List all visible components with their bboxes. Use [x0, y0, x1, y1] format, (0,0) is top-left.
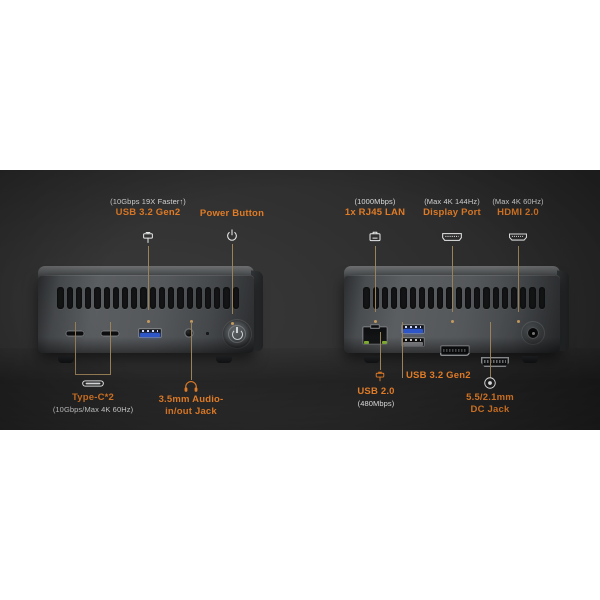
callout-title-line2: DC Jack [470, 404, 510, 415]
rear-view-panel: (1000Mbps) 1x RJ45 LAN (Max 4K 144Hz) [300, 170, 600, 430]
lan-led-right [381, 341, 387, 344]
leader-line [191, 322, 192, 380]
port-usb-a-usb32gen2[interactable] [138, 328, 162, 338]
leader-line [452, 246, 453, 312]
port-audio-jack[interactable] [184, 328, 194, 338]
leader-line [375, 246, 376, 312]
leader-line-join [75, 374, 111, 375]
callout-title: HDMI 2.0 [497, 207, 539, 218]
callout-front-power-text: Power Button [200, 208, 264, 220]
power-button-ring [228, 325, 246, 343]
port-dc-jack[interactable] [521, 321, 545, 345]
leader-dot [146, 320, 150, 323]
chassis-foot-right [522, 356, 538, 363]
callout-title-line2: in/out Jack [165, 406, 217, 417]
callout-spec: (480Mbps) [357, 399, 395, 408]
leader-line-c1 [75, 322, 76, 374]
callout-spec: (10Gbps 19X Faster↑) [110, 197, 186, 206]
usb-c-icon [82, 378, 104, 389]
leader-line [148, 246, 149, 310]
usb-icon [141, 230, 156, 245]
port-usb-a-usb20[interactable] [401, 337, 425, 347]
usb-tongue [140, 329, 160, 337]
callout-spec: (Max 4K 60Hz) [492, 197, 544, 206]
leader-line [380, 332, 381, 370]
chassis-front-face [38, 275, 254, 353]
callout-title: USB 3.2 Gen2 [115, 207, 181, 218]
leader-line-c2 [110, 322, 111, 374]
callout-title: USB 2.0 [357, 386, 395, 397]
callout-title: USB 3.2 Gen2 [406, 370, 471, 381]
leader-line [518, 246, 519, 312]
callout-rear-usb20-text: USB 2.0 (480Mbps) [357, 386, 394, 409]
chassis-foot-left [58, 356, 74, 363]
callout-rear-lan-text: (1000Mbps) 1x RJ45 LAN [345, 196, 405, 219]
callout-rear-usb32-text: USB 3.2 Gen2 [406, 370, 471, 382]
leader-dot [230, 322, 234, 325]
front-port-row [38, 319, 254, 353]
leader-line [490, 322, 491, 378]
callout-spec: (Max 4K 144Hz) [424, 197, 480, 206]
dc-jack-inner [527, 327, 539, 339]
callout-title: Display Port [423, 207, 481, 218]
callout-title: Type-C*2 [71, 392, 115, 403]
callout-title: 1x RJ45 LAN [344, 207, 406, 218]
vent-grille [57, 287, 239, 309]
callout-front-audio-text: 3.5mm Audio- in/out Jack [159, 394, 224, 418]
callout-title-line1: 3.5mm Audio- [158, 394, 224, 405]
usb-tongue [403, 325, 423, 333]
leader-line [402, 322, 403, 378]
rear-port-row [344, 319, 560, 367]
leader-line [232, 244, 233, 314]
callout-rear-dc-text: 5.5/2.1mm DC Jack [466, 392, 514, 416]
port-usb-a-usb32gen2[interactable] [401, 324, 425, 334]
callout-rear-hdmi-text: (Max 4K 60Hz) HDMI 2.0 [492, 196, 543, 219]
chassis-foot-right [216, 356, 232, 363]
headphone-icon [184, 380, 199, 393]
mini-pc-front-body [38, 266, 263, 363]
callout-front-usb32gen2-text: (10Gbps 19X Faster↑) USB 3.2 Gen2 [110, 196, 186, 219]
status-led [206, 332, 209, 335]
usb-tongue [403, 338, 423, 346]
lan-led-left [363, 341, 369, 344]
power-icon [231, 326, 243, 340]
leader-dot [373, 320, 377, 323]
leader-dot [450, 320, 454, 323]
hdmi-icon [509, 232, 528, 242]
power-button[interactable] [222, 319, 252, 349]
dark-backdrop-band: (10Gbps 19X Faster↑) USB 3.2 Gen2 Power … [0, 170, 600, 430]
callout-front-type-c-text: Type-C*2 (10Gbps/Max 4K 60Hz) [53, 392, 133, 415]
chassis-foot-left [364, 356, 380, 363]
dc-jack-icon [483, 376, 497, 390]
callout-spec: (1000Mbps) [354, 197, 396, 206]
displayport-icon [442, 232, 462, 242]
port-rj45-lan[interactable] [362, 324, 388, 345]
leader-dot [516, 320, 520, 323]
rj45-icon [368, 230, 383, 245]
dc-jack-pin [531, 331, 535, 335]
leader-dot [189, 320, 193, 323]
front-view-panel: (10Gbps 19X Faster↑) USB 3.2 Gen2 Power … [0, 170, 300, 430]
callout-spec: (10Gbps/Max 4K 60Hz) [52, 405, 134, 414]
usb-icon [374, 370, 387, 383]
callout-title-line1: 5.5/2.1mm [466, 392, 514, 403]
callout-title: Power Button [199, 208, 265, 219]
port-hdmi[interactable] [481, 357, 509, 367]
port-displayport[interactable] [440, 345, 470, 356]
power-icon [225, 228, 240, 243]
callout-rear-dp-text: (Max 4K 144Hz) Display Port [423, 196, 481, 219]
